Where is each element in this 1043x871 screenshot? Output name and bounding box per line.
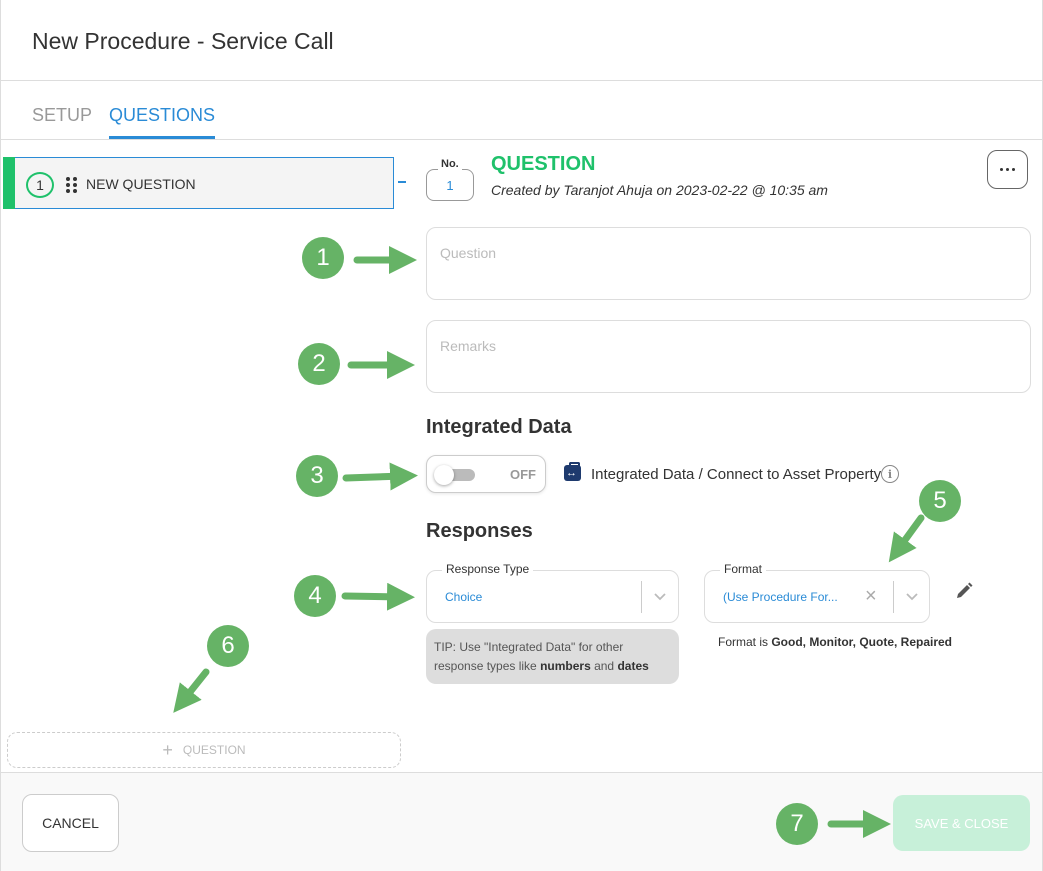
- briefcase-link-icon: [564, 462, 581, 481]
- more-options-button[interactable]: [987, 150, 1028, 189]
- plus-icon: +: [162, 739, 173, 760]
- question-title: QUESTION: [491, 153, 596, 175]
- dialog-footer: [1, 772, 1042, 871]
- integrated-data-heading: Integrated Data: [426, 416, 572, 438]
- drag-handle-icon[interactable]: [66, 177, 78, 193]
- dialog-title: New Procedure - Service Call: [32, 28, 334, 54]
- question-list-item-label: NEW QUESTION: [86, 176, 196, 192]
- question-input[interactable]: Question: [426, 227, 1031, 300]
- annotation-marker-2: 2: [298, 343, 340, 385]
- integrated-data-label: Integrated Data / Connect to Asset Prope…: [591, 466, 882, 483]
- format-note: Format is Good, Monitor, Quote, Repaired: [718, 635, 953, 649]
- annotation-marker-3: 3: [296, 455, 338, 497]
- toggle-state: OFF: [510, 467, 536, 482]
- format-select[interactable]: Format (Use Procedure For... ×: [704, 562, 930, 623]
- annotation-marker-1: 1: [302, 237, 344, 279]
- response-type-legend: Response Type: [442, 562, 534, 576]
- question-created-info: Created by Taranjot Ahuja on 2023-02-22 …: [491, 182, 828, 198]
- pencil-icon[interactable]: [955, 582, 973, 600]
- add-question-label: QUESTION: [182, 743, 246, 757]
- more-icon: [1000, 168, 1003, 171]
- info-icon[interactable]: i: [881, 465, 899, 483]
- tab-questions[interactable]: QUESTIONS: [109, 105, 216, 139]
- save-close-button[interactable]: SAVE & CLOSE: [893, 795, 1030, 851]
- tab-setup[interactable]: SETUP: [32, 105, 93, 125]
- dialog-header: New Procedure - Service Call: [1, 0, 1042, 81]
- response-type-select[interactable]: Response Type Choice: [426, 562, 679, 623]
- question-list-item[interactable]: 1 NEW QUESTION: [3, 157, 394, 209]
- question-number-label: No.: [438, 158, 462, 170]
- format-legend: Format: [720, 562, 767, 576]
- question-number-field[interactable]: 1: [426, 169, 474, 201]
- response-tip: TIP: Use "Integrated Data" for other res…: [426, 629, 679, 684]
- clear-icon[interactable]: ×: [865, 585, 877, 607]
- tab-bar: SETUP QUESTIONS: [1, 81, 1042, 140]
- annotation-marker-5: 5: [919, 480, 961, 522]
- add-question-button[interactable]: + QUESTION: [7, 732, 401, 768]
- selection-connector: [398, 181, 406, 183]
- remarks-input[interactable]: Remarks: [426, 320, 1031, 393]
- cancel-button[interactable]: CANCEL: [22, 794, 119, 852]
- annotation-marker-4: 4: [294, 575, 336, 617]
- integrated-data-toggle[interactable]: OFF: [426, 455, 546, 493]
- chevron-down-icon[interactable]: [652, 588, 668, 604]
- responses-heading: Responses: [426, 520, 533, 542]
- annotation-marker-6: 6: [207, 625, 249, 667]
- response-type-value: Choice: [445, 590, 483, 604]
- selected-indicator: [3, 157, 15, 209]
- question-number-badge: 1: [26, 172, 54, 198]
- chevron-down-icon[interactable]: [904, 588, 920, 604]
- toggle-knob: [434, 465, 454, 485]
- annotation-marker-7: 7: [776, 803, 818, 845]
- format-value: (Use Procedure For...: [723, 590, 838, 604]
